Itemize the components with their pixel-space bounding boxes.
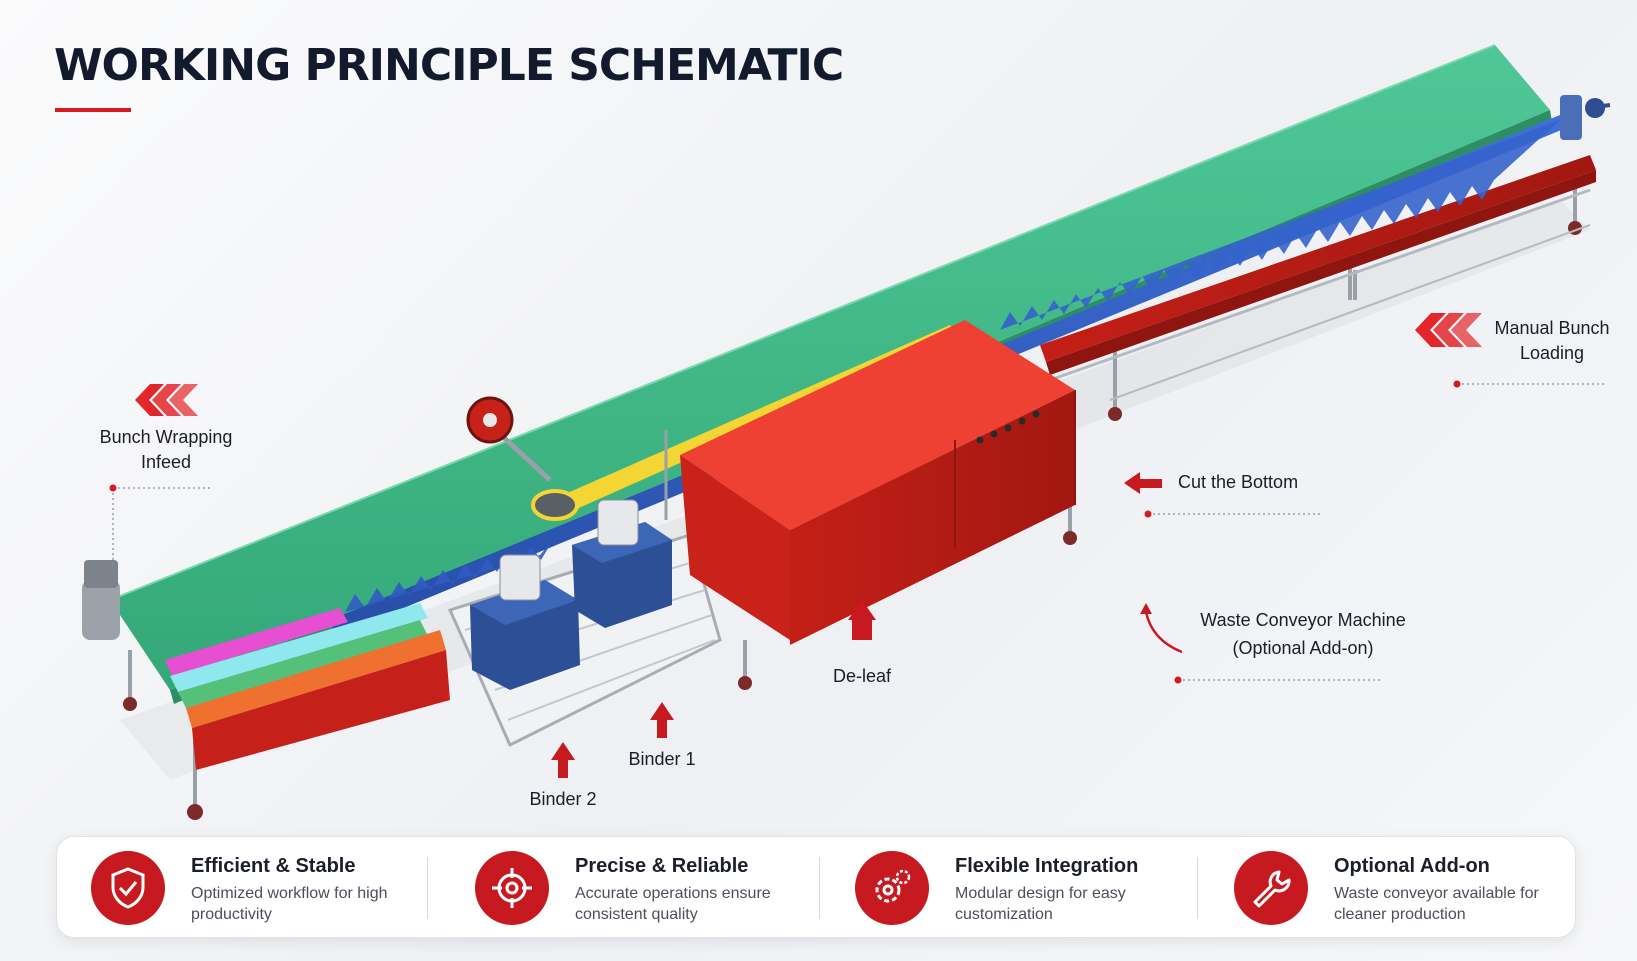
pulley-wheel bbox=[531, 489, 579, 521]
divider bbox=[819, 857, 820, 919]
title-underline bbox=[55, 108, 131, 112]
waste-curve-arrow-icon bbox=[1144, 611, 1183, 654]
waste-conveyor bbox=[1040, 155, 1596, 362]
gear-icon bbox=[855, 851, 929, 925]
feature-title: Efficient & Stable bbox=[191, 855, 356, 877]
green-lower-belt bbox=[178, 620, 428, 708]
bunch-wrapping-chevron-icon bbox=[135, 384, 198, 416]
divider bbox=[1197, 857, 1198, 919]
feature-title: Precise & Reliable bbox=[575, 855, 749, 877]
manual-loading-chevron-icon bbox=[1415, 313, 1482, 347]
binder-1-unit bbox=[572, 499, 672, 628]
feature-description: Optimized workflow for high productivity bbox=[191, 885, 388, 923]
page-title: WORKING PRINCIPLE SCHEMATIC bbox=[54, 40, 844, 91]
divider bbox=[427, 857, 428, 919]
pink-belt bbox=[165, 608, 348, 676]
orange-belt bbox=[186, 630, 446, 728]
green-belt bbox=[110, 45, 1550, 690]
feature-description: Accurate operations ensure consistent qu… bbox=[575, 885, 771, 923]
label-binder2: Binder 2 bbox=[529, 789, 597, 809]
label-binder1: Binder 1 bbox=[628, 749, 696, 769]
red-side-panel bbox=[192, 650, 450, 770]
shield-check-icon bbox=[91, 851, 165, 925]
feature-description: Modular design for easy customization bbox=[955, 885, 1126, 923]
binder1-up-arrow-icon bbox=[650, 702, 674, 738]
motor-left bbox=[82, 560, 120, 640]
leader-dots bbox=[109, 380, 1461, 684]
feature-description: Waste conveyor available for cleaner pro… bbox=[1334, 885, 1539, 923]
right-end-drive bbox=[1560, 95, 1611, 140]
feature-title: Flexible Integration bbox=[955, 855, 1139, 877]
label-waste-conveyor: Waste Conveyor Machine (Optional Add-on) bbox=[1200, 610, 1406, 658]
feature-title: Optional Add-on bbox=[1334, 855, 1490, 877]
target-icon bbox=[475, 851, 549, 925]
feature-efficient-stable: Efficient & Stable Optimized workflow fo… bbox=[57, 837, 437, 937]
binder2-up-arrow-icon bbox=[551, 742, 575, 778]
feature-flexible-integration: Flexible Integration Modular design for … bbox=[821, 837, 1201, 937]
cut-bottom-arrow-icon bbox=[1124, 472, 1162, 494]
cyan-belt bbox=[170, 603, 428, 692]
feature-precise-reliable: Precise & Reliable Accurate operations e… bbox=[441, 837, 821, 937]
label-manual-loading: Manual Bunch Loading bbox=[1494, 318, 1610, 363]
wrench-icon bbox=[1234, 851, 1308, 925]
frame-rail bbox=[1049, 188, 1591, 382]
leader-lines bbox=[112, 383, 1605, 681]
label-bunch-wrapping: Bunch Wrapping Infeed bbox=[99, 427, 233, 472]
label-deleaf: De-leaf bbox=[832, 666, 892, 686]
binder-2-unit bbox=[470, 554, 580, 690]
deleaf-cabinet bbox=[680, 320, 1076, 645]
deleaf-up-arrow-icon bbox=[848, 600, 876, 640]
feature-optional-addon: Optional Add-on Waste conveyor available… bbox=[1200, 837, 1570, 937]
up-arrows bbox=[551, 600, 876, 778]
features-panel: Efficient & Stable Optimized workflow fo… bbox=[56, 836, 1576, 938]
label-cut-bottom: Cut the Bottom bbox=[1178, 472, 1299, 492]
